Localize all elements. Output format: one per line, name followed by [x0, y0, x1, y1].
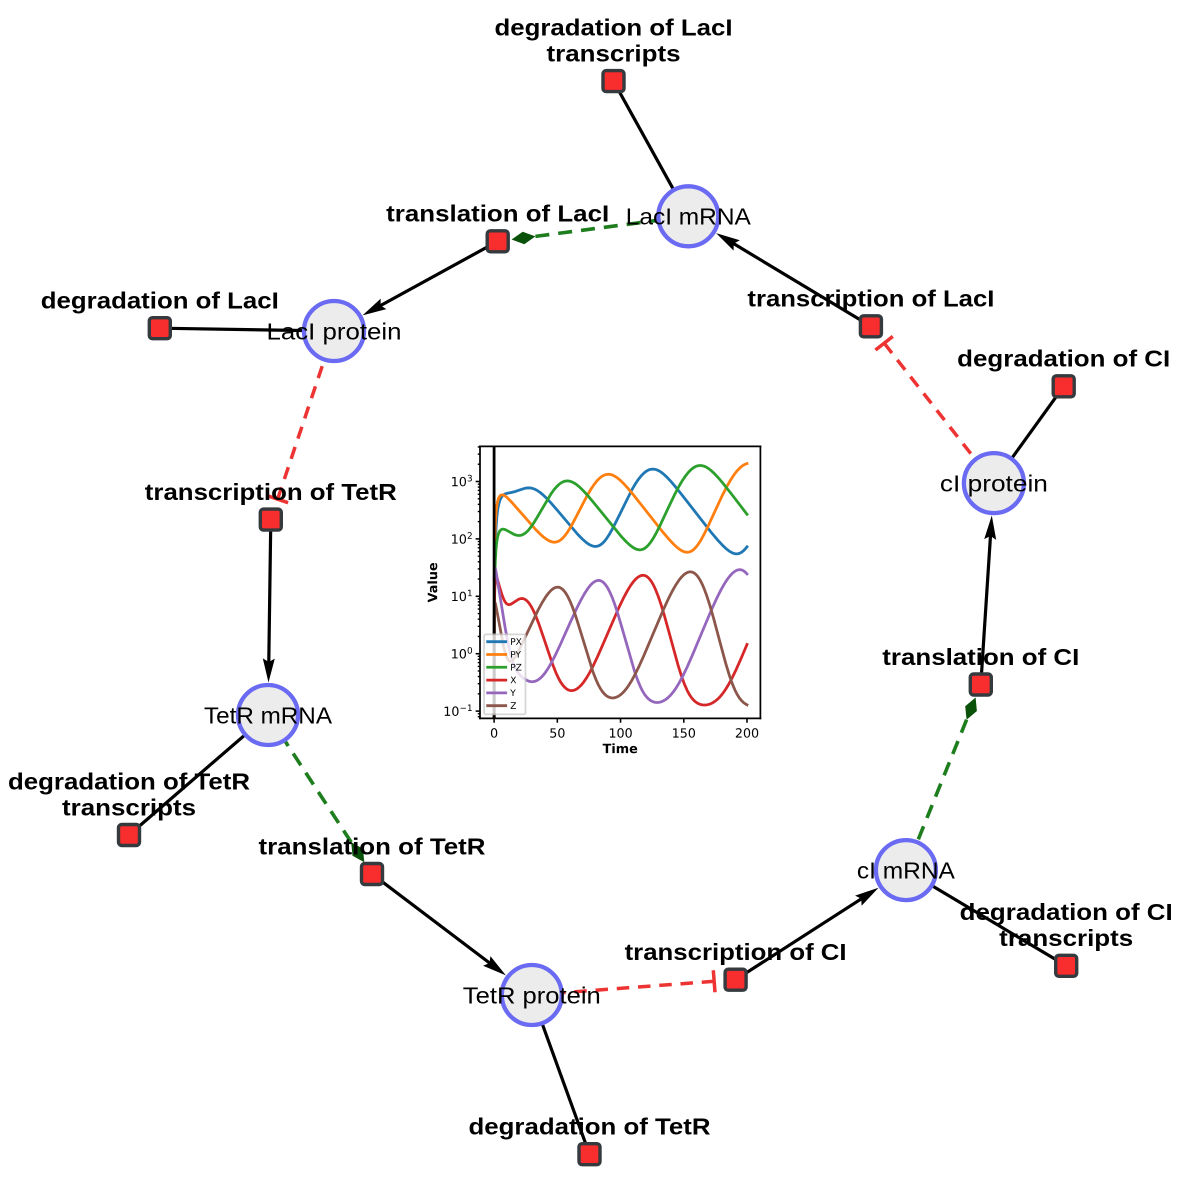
svg-text:TetR protein: TetR protein: [463, 982, 601, 1008]
svg-text:degradation of CI: degradation of CI: [960, 899, 1173, 925]
svg-text:transcription of CI: transcription of CI: [625, 939, 847, 965]
svg-text:translation of LacI: translation of LacI: [386, 201, 609, 227]
svg-text:transcripts: transcripts: [547, 41, 681, 67]
svg-text:translation of TetR: translation of TetR: [259, 833, 486, 859]
svg-text:degradation of TetR: degradation of TetR: [8, 768, 250, 794]
svg-text:cI mRNA: cI mRNA: [857, 858, 956, 884]
svg-text:degradation of CI: degradation of CI: [957, 346, 1170, 372]
svg-text:transcription of TetR: transcription of TetR: [145, 479, 397, 505]
svg-text:LacI protein: LacI protein: [267, 318, 402, 344]
svg-text:degradation of LacI: degradation of LacI: [41, 288, 279, 314]
svg-text:transcription of LacI: transcription of LacI: [747, 286, 994, 312]
svg-text:TetR mRNA: TetR mRNA: [204, 702, 333, 728]
svg-text:LacI mRNA: LacI mRNA: [626, 204, 752, 230]
svg-text:degradation of TetR: degradation of TetR: [469, 1114, 711, 1140]
svg-text:degradation of LacI: degradation of LacI: [495, 15, 733, 41]
svg-text:transcripts: transcripts: [999, 925, 1133, 951]
svg-text:transcripts: transcripts: [62, 794, 196, 820]
svg-text:translation of CI: translation of CI: [882, 644, 1079, 670]
svg-text:cI protein: cI protein: [940, 471, 1048, 497]
